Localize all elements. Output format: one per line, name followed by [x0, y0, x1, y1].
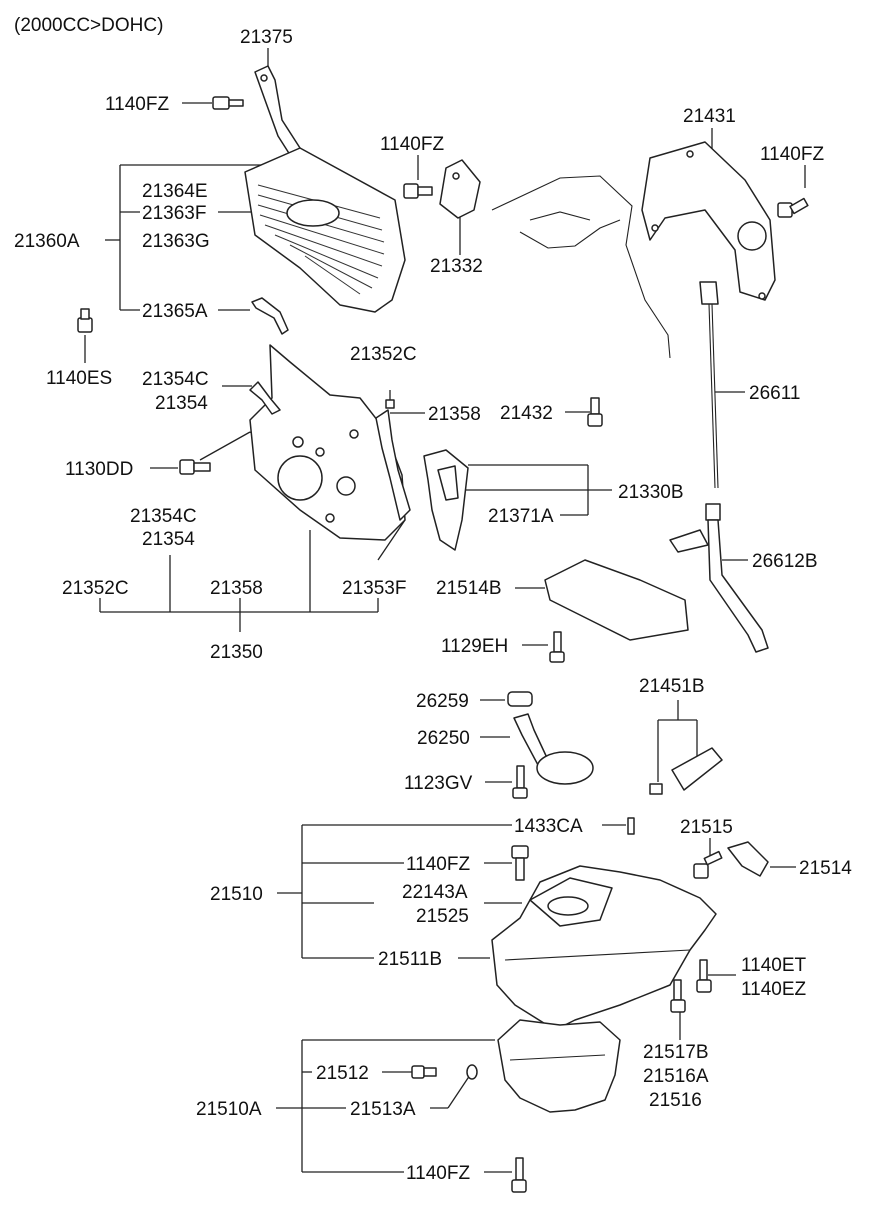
lower-timing-cover-part [249, 344, 406, 541]
part-label-21353f: 21353F [342, 578, 406, 599]
oil-dipstick-26611-part [699, 281, 719, 489]
part-label-26259: 26259 [416, 691, 469, 712]
bolt-21515-icon [693, 850, 723, 879]
part-label-21363g: 21363G [142, 231, 210, 252]
part-label-21431: 21431 [683, 106, 736, 127]
part-label-26612b: 26612B [752, 551, 818, 572]
part-label-21352c-a: 21352C [350, 344, 417, 365]
part-label-1140es: 1140ES [46, 368, 112, 389]
part-label-21358-a: 21358 [428, 404, 481, 425]
part-label-21510: 21510 [210, 884, 263, 905]
gasket-26259-icon [507, 691, 533, 707]
part-label-21350: 21350 [210, 642, 263, 663]
part-label-21525: 21525 [416, 906, 469, 927]
part-label-1433ca: 1433CA [514, 816, 583, 837]
part-label-21354c-a: 21354C [142, 369, 209, 390]
bolt-1140fz-c-icon [777, 197, 809, 218]
drain-plug-21512-icon [411, 1065, 437, 1079]
bolt-1140fz-b-icon [403, 183, 433, 199]
cover-window-icon [286, 199, 340, 227]
part-label-21375: 21375 [240, 27, 293, 48]
part-label-21364e: 21364E [142, 181, 208, 202]
part-label-21514: 21514 [799, 858, 852, 879]
part-label-21512: 21512 [316, 1063, 369, 1084]
part-label-21516: 21516 [649, 1090, 702, 1111]
engine-block-outline-part [491, 175, 671, 359]
part-label-21516a: 21516A [643, 1066, 709, 1087]
part-label-1140fz-e: 1140FZ [406, 1163, 470, 1184]
part-label-26611: 26611 [749, 383, 800, 404]
lower-oil-pan-21510a-part [497, 1019, 621, 1113]
bolt-1130dd-icon [179, 459, 211, 475]
part-label-21514b: 21514B [436, 578, 502, 599]
seal-21365a-part [251, 297, 289, 335]
gasket-21358-part [375, 409, 411, 521]
baffle-21514b-part [544, 559, 689, 641]
part-label-1140fz-b: 1140FZ [380, 134, 444, 155]
upper-oil-pan-21510-part [491, 865, 717, 1031]
bolt-1140et-icon [696, 959, 712, 993]
bolt-1123gv-icon [512, 765, 528, 799]
part-label-21513a: 21513A [350, 1099, 416, 1120]
leader-lines [84, 48, 806, 1173]
bolt-1140fz-e-icon [511, 1157, 527, 1193]
sealant-tube-21451b-part [649, 747, 723, 795]
part-label-21451b: 21451B [639, 676, 705, 697]
bolt-1140fz-d-icon [511, 845, 529, 881]
part-label-1140fz-a: 1140FZ [105, 94, 169, 115]
part-label-21515: 21515 [680, 817, 733, 838]
timing-bracket-21330b-part [423, 449, 469, 551]
part-label-1140ez: 1140EZ [741, 979, 807, 1000]
part-label-21352c-b: 21352C [62, 578, 129, 599]
part-label-1129eh: 1129EH [441, 636, 508, 657]
gasket-21513a-icon [466, 1064, 478, 1080]
bolt-1129eh-icon [549, 631, 565, 663]
part-label-21371a: 21371A [488, 506, 554, 527]
part-label-22143a: 22143A [402, 882, 468, 903]
part-label-21354-b: 21354 [142, 529, 195, 550]
bracket-21514-part [727, 841, 769, 877]
bracket-hole-icon [260, 74, 268, 82]
part-label-21511b: 21511B [378, 949, 442, 970]
upper-timing-cover-part [244, 147, 406, 313]
part-label-1130dd: 1130DD [65, 459, 133, 480]
bolt-21517b-icon [670, 979, 686, 1013]
part-label-21354c-b: 21354C [130, 506, 197, 527]
part-label-1140fz-c: 1140FZ [760, 144, 824, 165]
part-label-26250: 26250 [417, 728, 470, 749]
clip-21354-part [249, 381, 281, 415]
diagram-header-label: (2000CC>DOHC) [14, 15, 163, 36]
part-label-21432: 21432 [500, 403, 553, 424]
part-label-21510a: 21510A [196, 1099, 262, 1120]
part-label-21365a: 21365A [142, 301, 208, 322]
bolt-21432-icon [587, 397, 603, 427]
part-label-21330b: 21330B [618, 482, 684, 503]
part-label-1123gv: 1123GV [404, 773, 473, 794]
part-label-21517b: 21517B [643, 1042, 709, 1063]
plug-21352c-icon [385, 399, 395, 409]
bolt-1140es-icon [77, 308, 93, 333]
part-label-21332: 21332 [430, 256, 483, 277]
part-label-21363f: 21363F [142, 203, 206, 224]
part-label-1140et: 1140ET [741, 955, 807, 976]
bracket-21332-part [439, 159, 481, 219]
rear-plate-21431-part [641, 141, 776, 301]
part-label-1140fz-d: 1140FZ [406, 854, 470, 875]
part-label-21360a: 21360A [14, 231, 80, 252]
part-label-21358-b: 21358 [210, 578, 263, 599]
oil-screen-26250-part [513, 713, 594, 785]
part-label-21354-a: 21354 [155, 393, 208, 414]
plug-1433ca-icon [627, 817, 635, 835]
oil-gauge-tube-26612b-part [669, 503, 769, 653]
bolt-1140fz-a-icon [212, 96, 244, 110]
